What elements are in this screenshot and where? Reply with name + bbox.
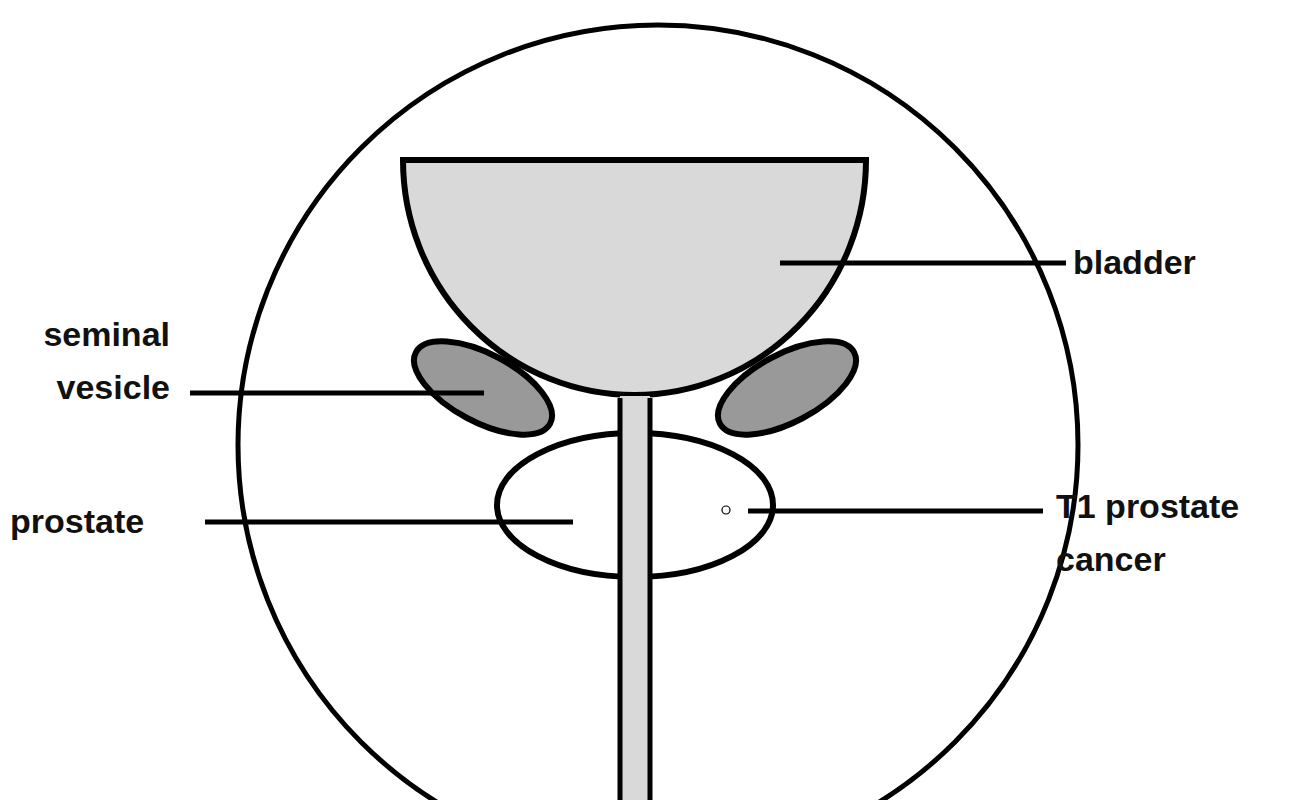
tumor-dot bbox=[722, 506, 730, 514]
leader-line bbox=[748, 509, 1043, 514]
leader-line bbox=[780, 261, 1066, 266]
leader-line bbox=[190, 391, 484, 396]
view-circle bbox=[238, 25, 1078, 800]
urethra-shape bbox=[620, 396, 650, 800]
bladder-shape bbox=[403, 160, 866, 395]
part-label: seminal vesicle bbox=[5, 308, 170, 414]
part-label: bladder bbox=[1073, 236, 1303, 289]
urethra-wall bbox=[648, 398, 653, 800]
part-label: prostate bbox=[10, 495, 200, 548]
part-label: T1 prostate cancer bbox=[1056, 480, 1308, 586]
urethra-wall bbox=[618, 398, 623, 800]
leader-line bbox=[205, 520, 573, 525]
